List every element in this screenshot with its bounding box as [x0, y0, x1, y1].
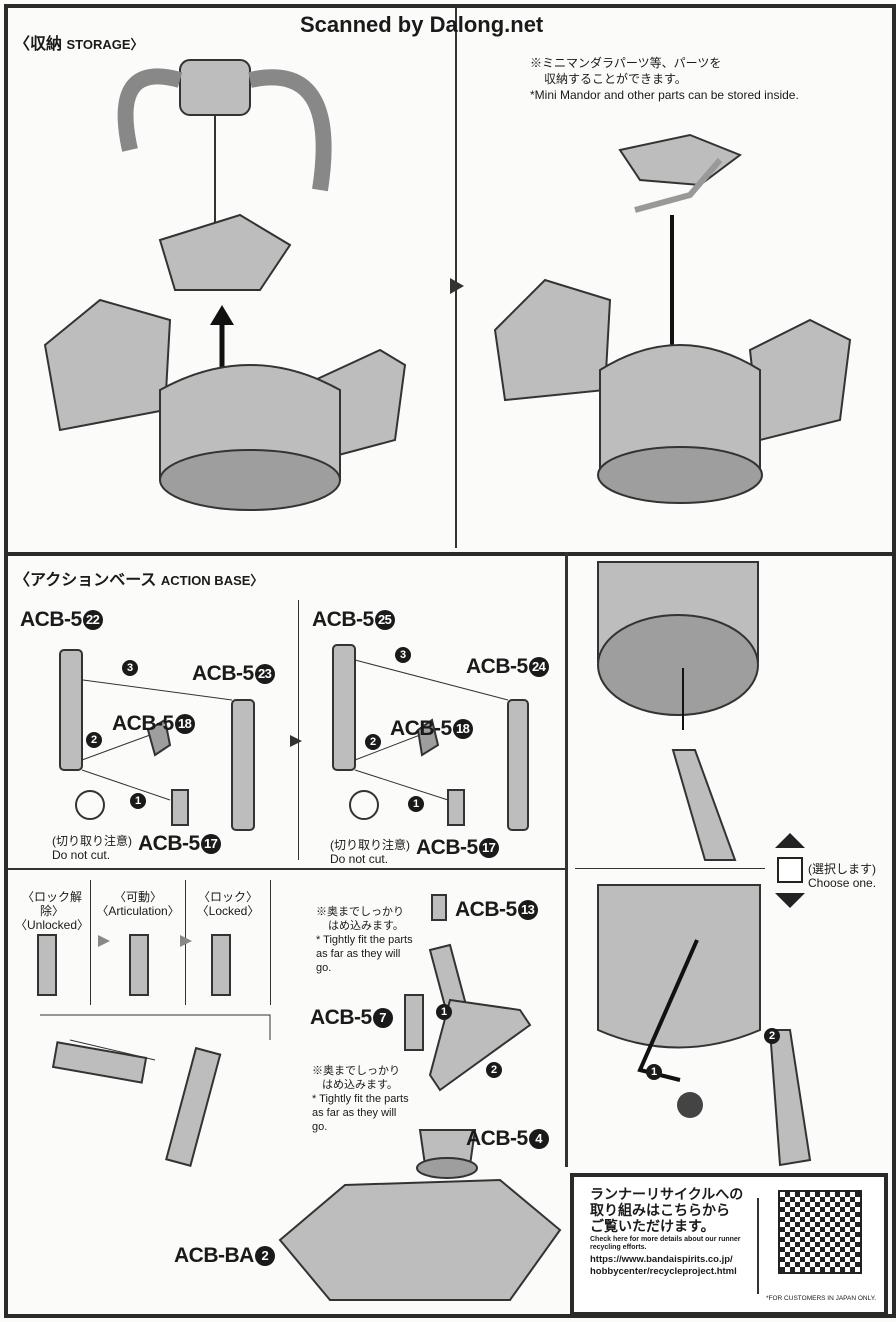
divider [565, 552, 568, 1167]
note-jp: 収納することができます。 [544, 72, 687, 86]
mandala-stand-illustration [117, 59, 332, 291]
lock-state-locked: 〈ロック〉〈Locked〉 [196, 890, 260, 918]
storage-section [4, 4, 896, 556]
step-number: 2 [86, 732, 102, 748]
arm-parts-illustration [59, 644, 529, 831]
recycle-jp: ご覧いただけます。 [590, 1218, 715, 1234]
qr-code[interactable] [778, 1190, 862, 1274]
step-number: 3 [395, 647, 411, 663]
case-bottom-illustration [597, 561, 812, 1167]
storage-note: ※ミニマンダラパーツ等、パーツを 収納することができます。 *Mini Mand… [530, 55, 799, 103]
step-number: 1 [130, 793, 146, 809]
step-number: 2 [764, 1028, 780, 1044]
action-base-assembly-illustration [278, 894, 562, 1301]
choose-one-note: (選択します)Choose one. [808, 862, 877, 890]
title-en: ACTION BASE〉 [160, 573, 264, 588]
recycle-jp: 取り組みはこちらから [590, 1202, 730, 1218]
watermark: Scanned by Dalong.net [300, 12, 544, 37]
storage-title: 〈収納 STORAGE〉 [14, 30, 144, 54]
recycle-url[interactable]: https://www.bandaispirits.co.jp/ [590, 1254, 733, 1265]
caution-note: (切り取り注意)Do not cut. [330, 838, 410, 866]
title-en: STORAGE〉 [66, 37, 144, 52]
note-en: *Mini Mandor and other parts can be stor… [530, 88, 799, 102]
choose-one-arrows-icon [775, 833, 805, 908]
step-number: 3 [122, 660, 138, 676]
recycle-info: ランナーリサイクルへの 取り組みはこちらから ご覧いただけます。 Check h… [590, 1186, 760, 1278]
mini-mandor-parts-illustration [618, 133, 743, 213]
step-number: 2 [486, 1062, 502, 1078]
arrow-icon [450, 278, 464, 294]
recycle-en: Check here for more details about our ru… [590, 1236, 741, 1251]
note-jp: ※ミニマンダラパーツ等、パーツを [530, 56, 722, 70]
step-number: 1 [436, 1004, 452, 1020]
divider [8, 868, 565, 870]
step-number: 1 [408, 796, 424, 812]
storage-case-open-illustration [43, 298, 407, 511]
recycle-url[interactable]: hobbycenter/recycleproject.html [590, 1266, 737, 1277]
step-number: 1 [646, 1064, 662, 1080]
fit-note: ※奥までしっかりはめ込みます。* Tightly fit the parts a… [316, 906, 413, 974]
divider [298, 600, 299, 860]
title-jp: 〈収納 [14, 36, 63, 53]
caution-note: (切り取り注意)Do not cut. [52, 834, 132, 862]
divider [575, 868, 765, 869]
step-number: 2 [365, 734, 381, 750]
divider [90, 880, 91, 1005]
recycle-jp: ランナーリサイクルへの [590, 1186, 744, 1202]
lock-state-unlocked: 〈ロック解除〉〈Unlocked〉 [14, 890, 90, 932]
title-jp: 〈アクションベース [14, 572, 157, 589]
japan-only-note: *FOR CUSTOMERS IN JAPAN ONLY. [766, 1295, 877, 1302]
action-base-section [4, 552, 896, 1318]
divider [455, 8, 457, 548]
divider [757, 1198, 759, 1294]
lock-state-illustrations [37, 934, 271, 1167]
fit-note: ※奥までしっかりはめ込みます。* Tightly fit the parts a… [312, 1065, 409, 1133]
lock-state-articulation: 〈可動〉〈Articulation〉 [96, 890, 180, 918]
storage-case-parts-illustration [493, 278, 852, 504]
divider [270, 880, 271, 1005]
action-base-title: 〈アクションベース ACTION BASE〉 [14, 566, 263, 590]
